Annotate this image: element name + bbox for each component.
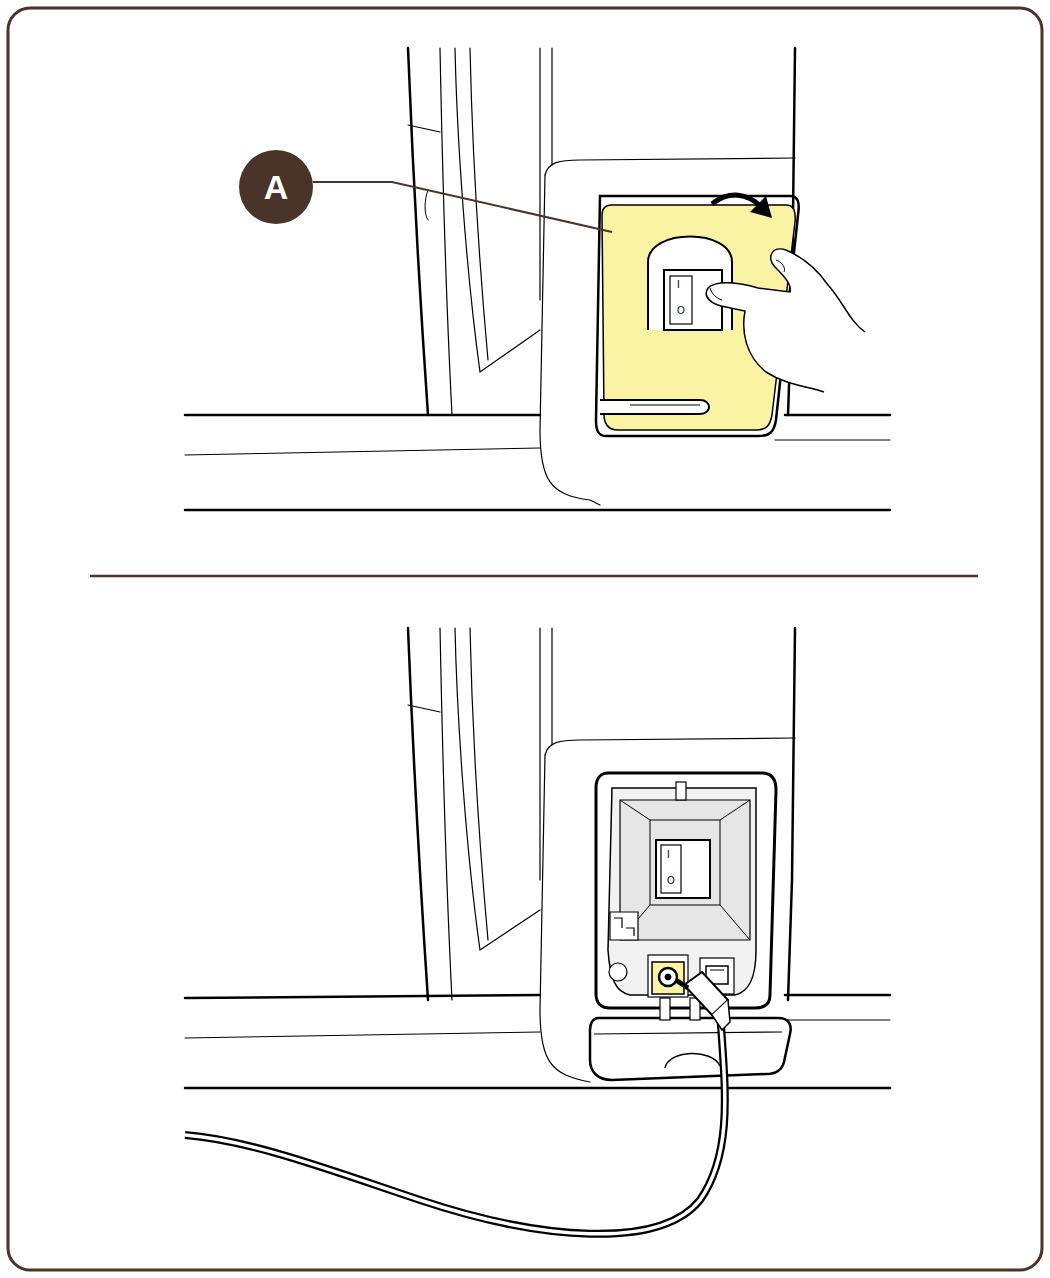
base-edge — [785, 994, 890, 997]
arrow-curve — [712, 195, 760, 206]
body-edge — [440, 628, 452, 1000]
switch-housing — [620, 800, 750, 940]
port-contacts — [710, 970, 724, 971]
screw-hole — [609, 963, 627, 981]
body-panel — [551, 48, 552, 165]
rotate-arrow — [712, 195, 772, 218]
fingernail — [776, 260, 785, 272]
pedestal-side — [540, 175, 600, 505]
cover-edge — [594, 1032, 782, 1034]
body-detail — [408, 705, 440, 712]
switch-rocker — [670, 276, 692, 324]
pedestal-top — [545, 158, 795, 175]
body-edge — [440, 48, 452, 415]
switch-mark: I — [677, 280, 680, 290]
compartment — [596, 773, 776, 1008]
base-line — [185, 1032, 540, 1038]
device-top — [185, 48, 890, 510]
callout-circle: A — [239, 150, 313, 224]
plug-strain-relief — [712, 1000, 730, 1030]
base-edge — [785, 414, 890, 417]
switch — [656, 840, 710, 898]
base-bottom — [185, 1087, 890, 1090]
thumbnail — [710, 288, 722, 300]
base-edge — [185, 414, 540, 417]
hand — [706, 249, 865, 392]
base-line — [785, 1020, 890, 1021]
plug-tip — [676, 980, 688, 988]
body-panel — [551, 628, 552, 745]
switch-mark: I — [667, 850, 670, 860]
body-panel — [539, 48, 540, 300]
cover-notch — [665, 1053, 720, 1068]
cable-core — [185, 1010, 725, 1234]
hand-outline — [706, 249, 865, 392]
cover-notch — [600, 400, 709, 414]
body-panel — [539, 628, 540, 880]
base-bottom — [185, 509, 890, 512]
switch-mark: O — [667, 876, 675, 886]
device-bottom — [185, 628, 890, 1088]
switch-rocker — [661, 845, 681, 893]
terminal — [610, 912, 638, 940]
pedestal-top — [545, 738, 795, 755]
jack-socket — [659, 968, 677, 986]
body-detail — [408, 125, 440, 132]
compartment-back — [608, 788, 756, 995]
jack-block — [648, 955, 688, 997]
callout-letter: A — [264, 168, 289, 207]
body-edge — [788, 628, 795, 1000]
leader-line — [313, 182, 612, 232]
hinge — [660, 998, 670, 1020]
compartment-outline — [596, 773, 776, 1008]
cable-outline — [185, 1010, 725, 1234]
body-edge — [408, 628, 428, 1000]
base-line — [185, 448, 540, 455]
body-panel — [455, 48, 540, 372]
power-cable — [185, 972, 730, 1234]
divider — [90, 575, 978, 578]
base-edge — [185, 995, 540, 998]
body-edge — [408, 48, 428, 415]
arrow-head — [750, 196, 772, 218]
frame — [8, 8, 1042, 1270]
power-jack — [652, 962, 684, 994]
pedestal-side — [540, 755, 590, 1082]
cover-notch-line — [630, 405, 700, 406]
jack-pin — [665, 974, 671, 980]
base-line — [775, 440, 890, 441]
body-detail — [425, 190, 428, 220]
open-cover — [590, 998, 791, 1080]
latch — [676, 782, 686, 800]
body-panel — [455, 628, 540, 950]
body-panel — [470, 628, 488, 940]
housing-bevel — [620, 800, 750, 940]
cover-flap — [590, 1018, 791, 1080]
switch-mark: O — [677, 306, 685, 316]
